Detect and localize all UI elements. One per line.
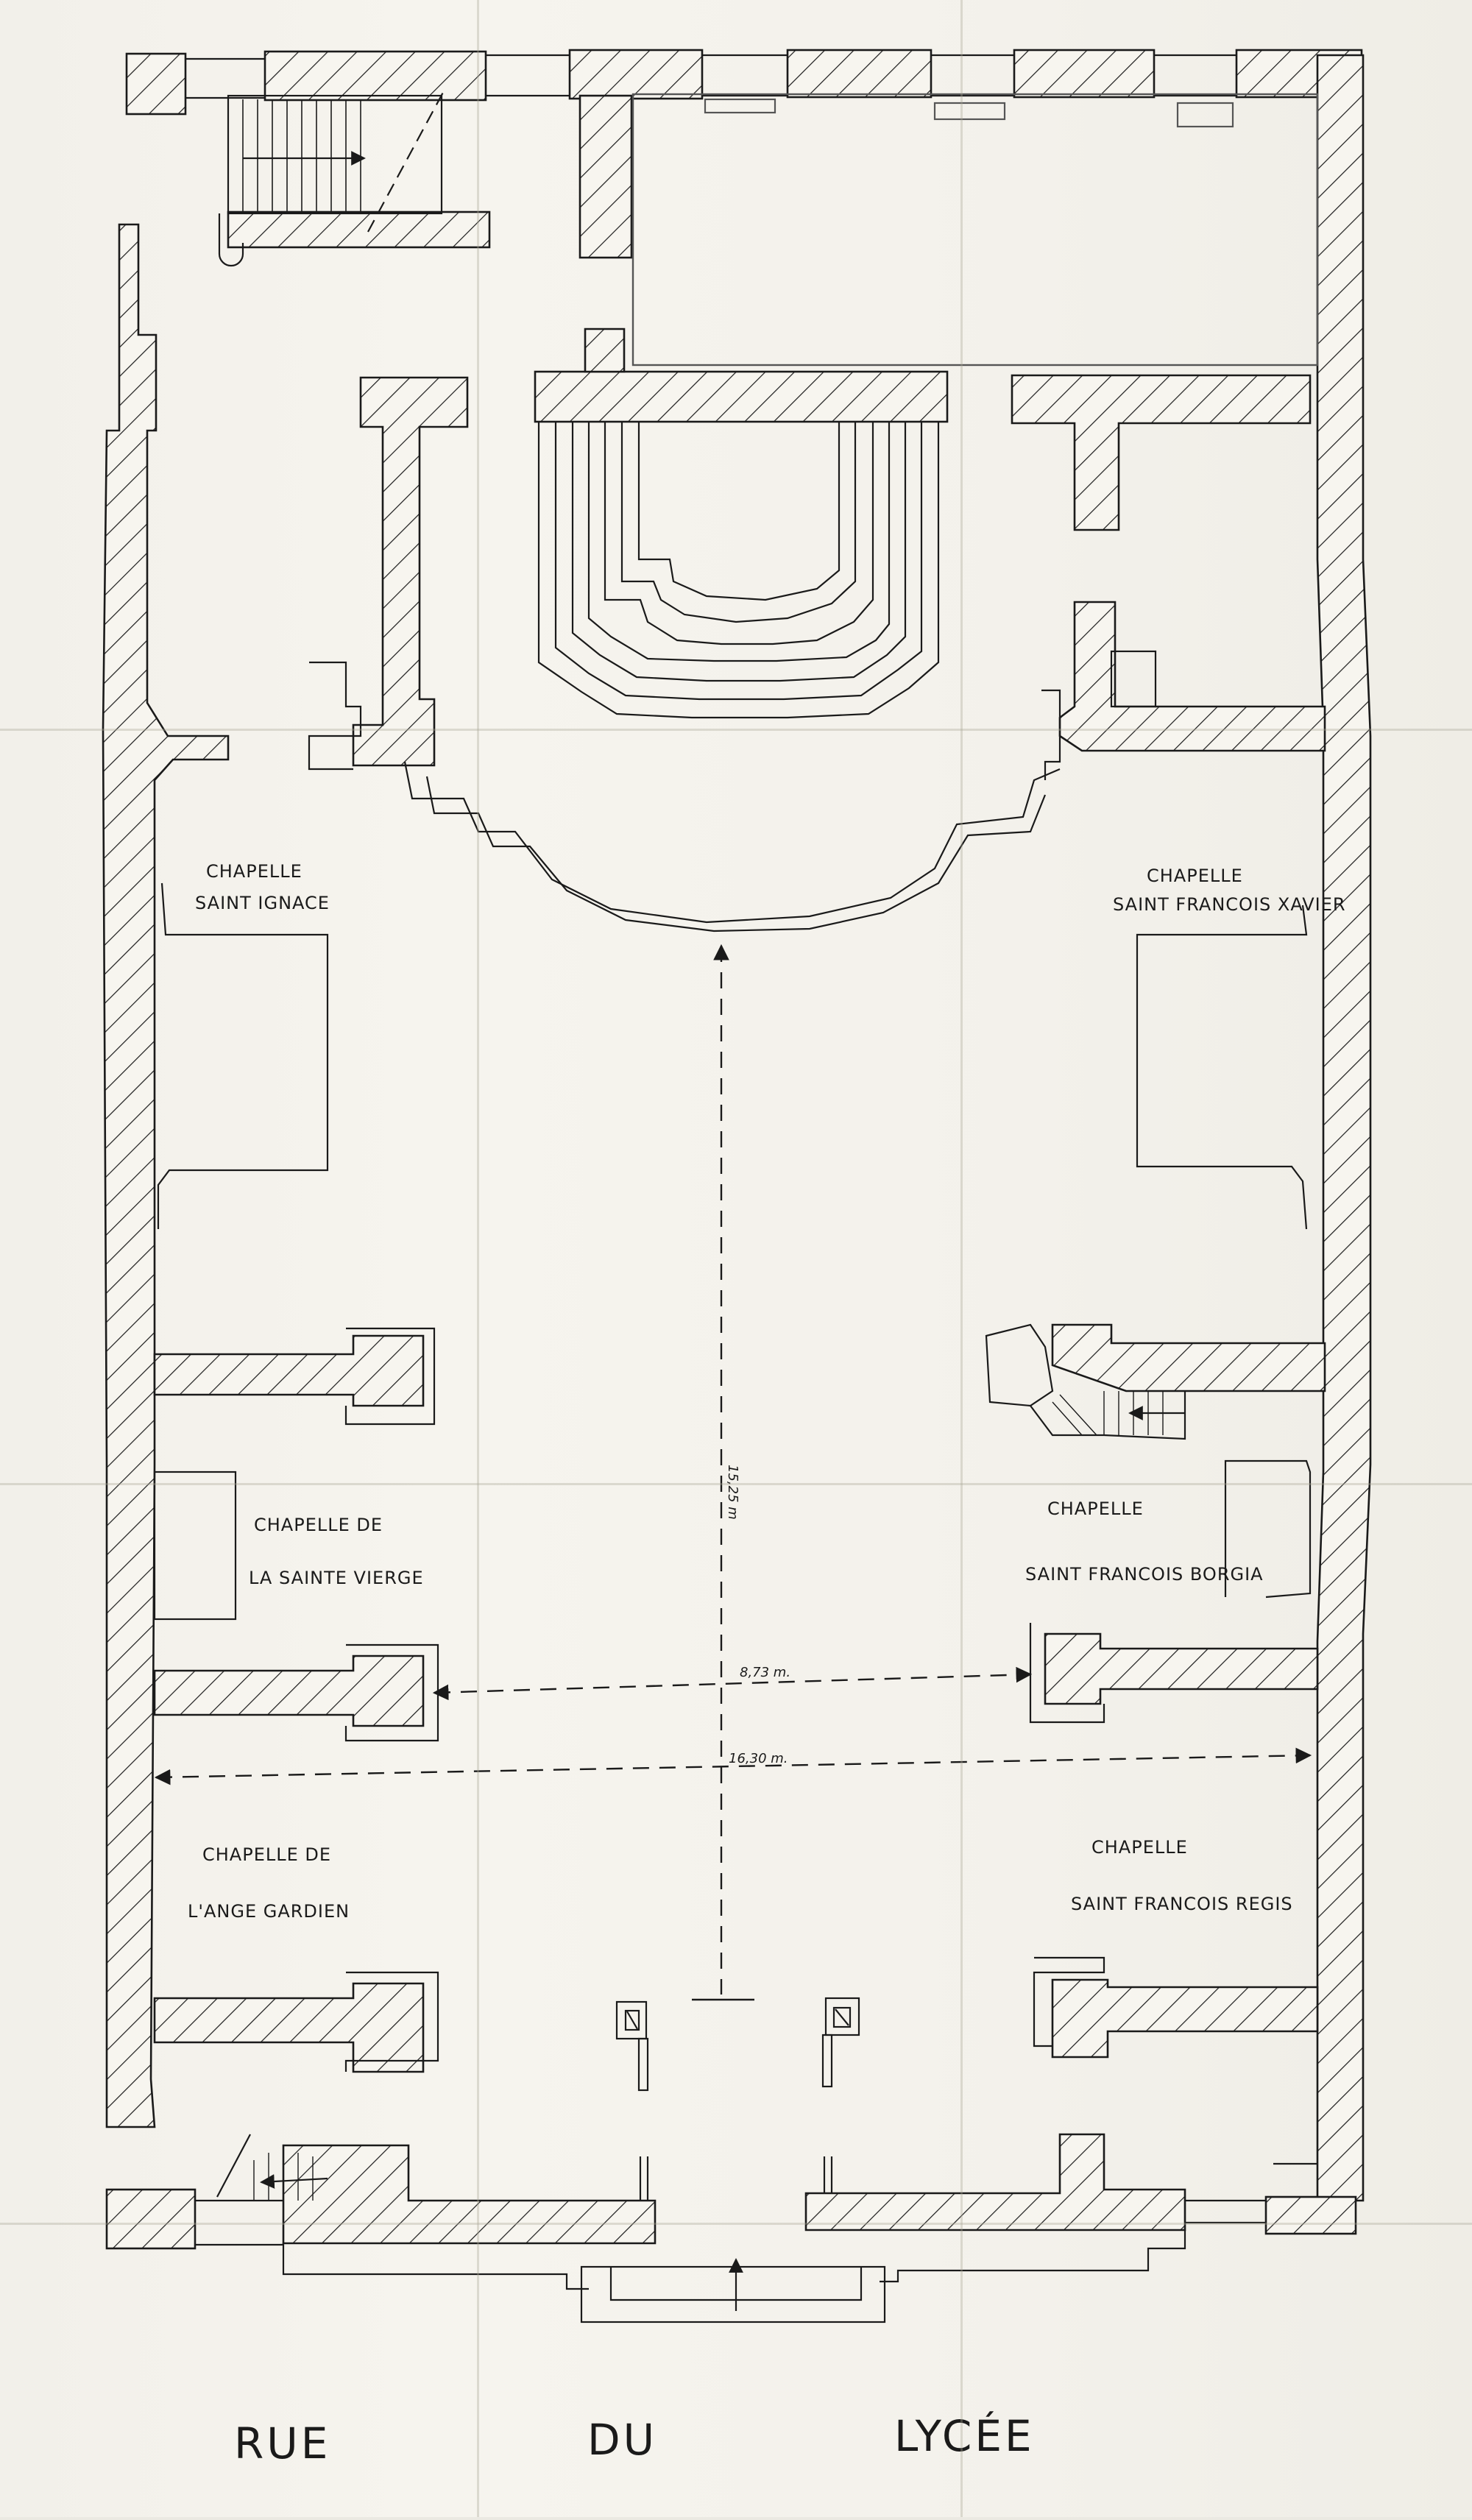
chapel-saint-ignace-line2: SAINT IGNACE [195, 893, 330, 913]
nave-length-label: 15,25 m [725, 1465, 740, 1520]
chapel-xavier-line1: CHAPELLE [1147, 866, 1243, 886]
pier-span-label: 8,73 m. [740, 1665, 790, 1680]
total-width-label: 16,30 m. [729, 1751, 788, 1766]
wall-segment [1264, 2195, 1357, 2235]
wall-segment [125, 52, 187, 116]
wall-segment [1013, 49, 1156, 99]
street-word-rue: RUE [234, 2418, 330, 2468]
chapel-borgia-line1: CHAPELLE [1047, 1498, 1144, 1519]
east-wall [1316, 54, 1372, 2202]
pier [153, 1982, 425, 2073]
pier [1051, 1978, 1319, 2059]
chapel-regis-line1: CHAPELLE [1091, 1837, 1188, 1858]
chapel-borgia-line2: SAINT FRANCOIS BORGIA [1025, 1564, 1264, 1585]
fold-line [0, 2223, 1472, 2225]
wall-segment [786, 49, 933, 99]
street-word-du: DU [587, 2415, 657, 2465]
chapel-vierge-line1: CHAPELLE DE [254, 1515, 383, 1535]
walls [102, 49, 1372, 2250]
wall-segment [227, 210, 491, 249]
south-wall-west [282, 2144, 657, 2245]
west-wall [102, 223, 230, 2128]
fold-line [477, 0, 479, 2517]
chapel-vierge-line2: LA SAINTE VIERGE [249, 1568, 424, 1588]
wall-segment [105, 2188, 197, 2250]
fold-line [960, 0, 963, 2517]
wall-segment [1011, 374, 1312, 531]
chapel-saint-ignace-line1: CHAPELLE [206, 861, 302, 882]
chapel-ange-gardien-line1: CHAPELLE DE [202, 1844, 331, 1865]
chapel-labels: CHAPELLE SAINT IGNACE CHAPELLE SAINT FRA… [188, 861, 1346, 1922]
chapel-xavier-line2: SAINT FRANCOIS XAVIER [1113, 894, 1346, 915]
pier [1051, 1323, 1326, 1392]
pier-span-dimension [432, 1666, 1033, 1701]
total-width-dimension [154, 1747, 1312, 1785]
pier [1044, 1632, 1319, 1705]
street-word-lycee: LYCÉE [894, 2410, 1035, 2461]
chapel-regis-line2: SAINT FRANCOIS REGIS [1071, 1894, 1293, 1914]
fold-line [0, 1483, 1472, 1485]
pier [352, 376, 469, 767]
pier [153, 1654, 425, 1727]
street-name: RUE DU LYCÉE [234, 2410, 1035, 2468]
wall-segment [568, 49, 704, 100]
pier [153, 1334, 425, 1407]
wall-segment [578, 94, 633, 259]
pier [1058, 601, 1326, 752]
south-wall-east [804, 2133, 1186, 2231]
wall-segment [584, 328, 626, 373]
apse-top-wall [534, 370, 949, 423]
chapel-ange-gardien-line2: L'ANGE GARDIEN [188, 1901, 350, 1922]
fold-line [0, 729, 1472, 731]
outlines [153, 54, 1319, 2323]
dimension-lines [154, 944, 1312, 1995]
wall-segment [263, 50, 487, 102]
